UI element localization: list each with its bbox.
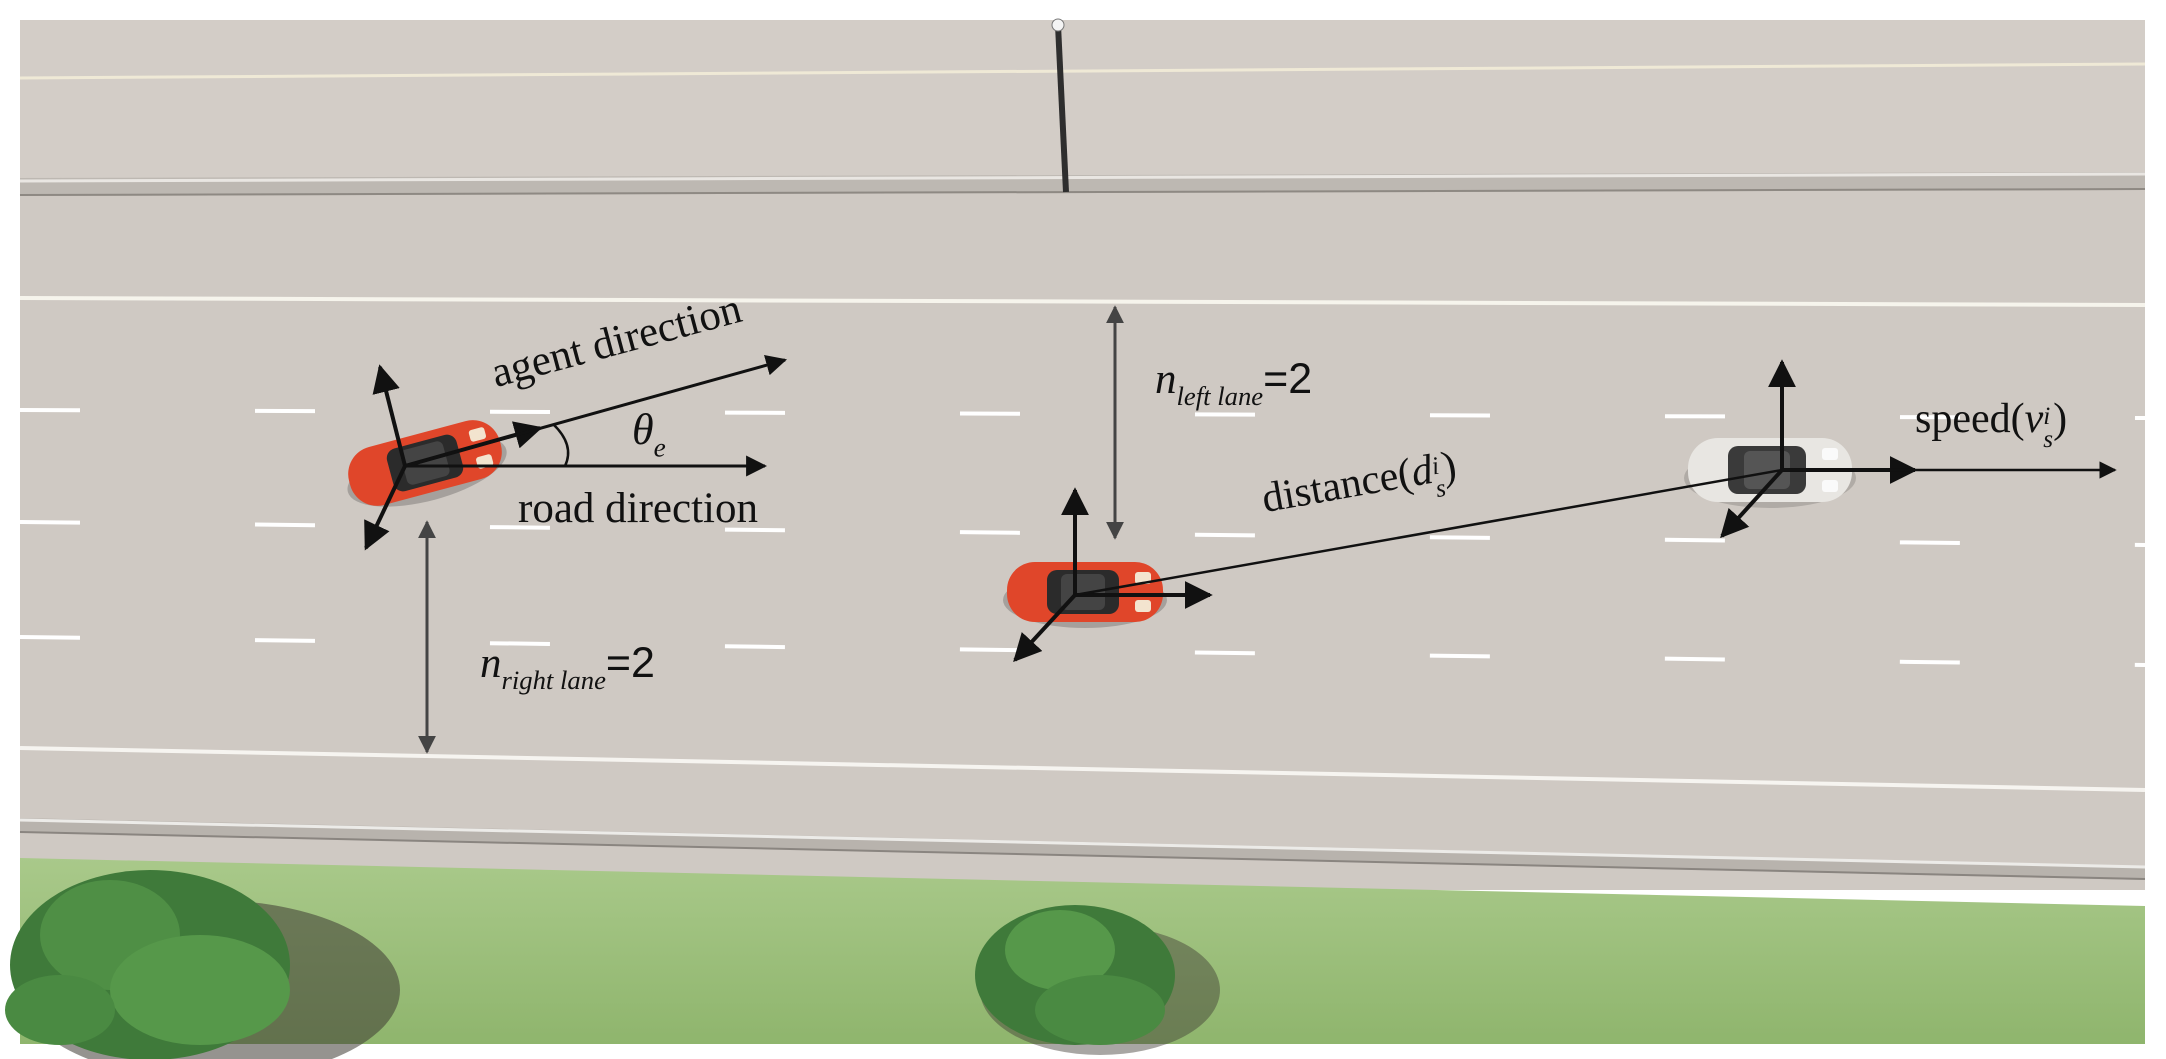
lower-edge-line bbox=[19, 746, 2146, 792]
n-left-lane-label: nleft lane=2 bbox=[1155, 358, 1312, 410]
other-car bbox=[1684, 438, 1856, 508]
road-direction-label: road direction bbox=[518, 485, 758, 532]
n-left-symbol: n bbox=[1155, 356, 1177, 403]
theta-angle-arc bbox=[552, 423, 570, 467]
tree-center bbox=[975, 905, 1220, 1055]
tree-left bbox=[5, 870, 400, 1059]
light-pole bbox=[1051, 18, 1069, 193]
theta-e-label: θe bbox=[632, 408, 666, 462]
top-barrier bbox=[19, 172, 2146, 196]
agent-direction-arrow bbox=[404, 354, 788, 468]
n-right-symbol: n bbox=[480, 640, 502, 687]
speed-suffix: ) bbox=[2053, 396, 2068, 442]
agent-car bbox=[347, 420, 507, 507]
far-road bbox=[20, 20, 2145, 180]
n-right-subscript: right lane bbox=[501, 664, 606, 695]
n-left-value: =2 bbox=[1263, 355, 1313, 403]
upper-edge-line bbox=[19, 296, 2146, 307]
theta-symbol: θ bbox=[632, 405, 654, 454]
center-car-axes bbox=[1013, 487, 1213, 663]
n-right-value: =2 bbox=[605, 639, 655, 687]
speed-symbol: v bbox=[2024, 396, 2044, 442]
top-edge-line bbox=[19, 62, 2146, 80]
n-right-lane-label: nright lane=2 bbox=[480, 642, 655, 694]
speed-prefix: speed( bbox=[1915, 396, 2025, 442]
n-left-subscript: left lane bbox=[1176, 380, 1264, 411]
distance-line bbox=[1074, 468, 1783, 597]
theta-subscript: e bbox=[653, 432, 666, 463]
bottom-barrier bbox=[19, 818, 2146, 880]
